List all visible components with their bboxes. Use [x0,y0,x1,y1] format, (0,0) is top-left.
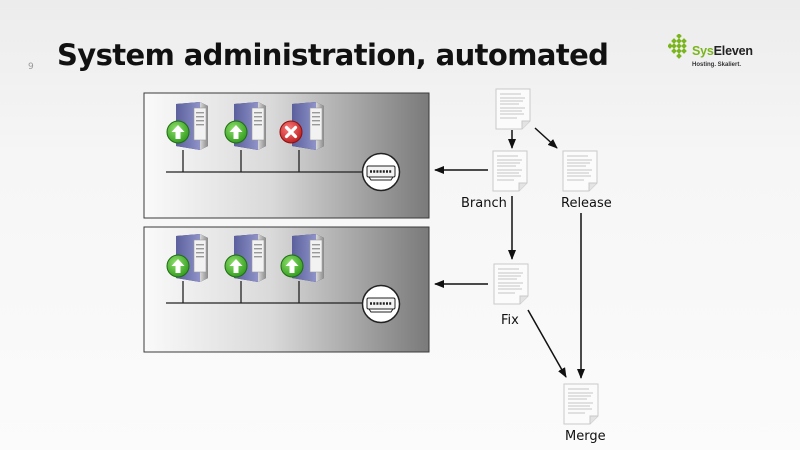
merge-label: Merge [565,429,606,444]
company-logo: SysEleven Hosting. Skaliert. [668,32,768,76]
logo-mark-icon [668,34,687,59]
slide-title: System administration, automated [57,38,609,72]
status-down-icon [279,120,303,144]
logo-wordmark: SysEleven [692,44,753,58]
network-switch-icon [361,284,401,324]
document-icon [563,383,599,425]
arrow [534,127,558,149]
branch-label: Branch [461,196,507,211]
logo-wordmark-rest: Eleven [713,44,753,58]
logo-wordmark-accent: Sys [692,44,714,58]
status-up-icon [224,254,248,278]
status-up-icon [166,120,190,144]
status-up-icon [224,120,248,144]
document-icon [562,150,598,192]
slide-number: 9 [28,62,34,72]
document-icon [492,150,528,192]
document-icon [495,88,531,130]
logo-tagline: Hosting. Skaliert. [692,62,742,68]
status-up-icon [280,254,304,278]
network-switch-icon [361,152,401,192]
arrow [527,309,567,378]
fix-label: Fix [501,313,519,328]
release-label: Release [561,196,612,211]
document-icon [493,263,529,305]
status-up-icon [166,254,190,278]
